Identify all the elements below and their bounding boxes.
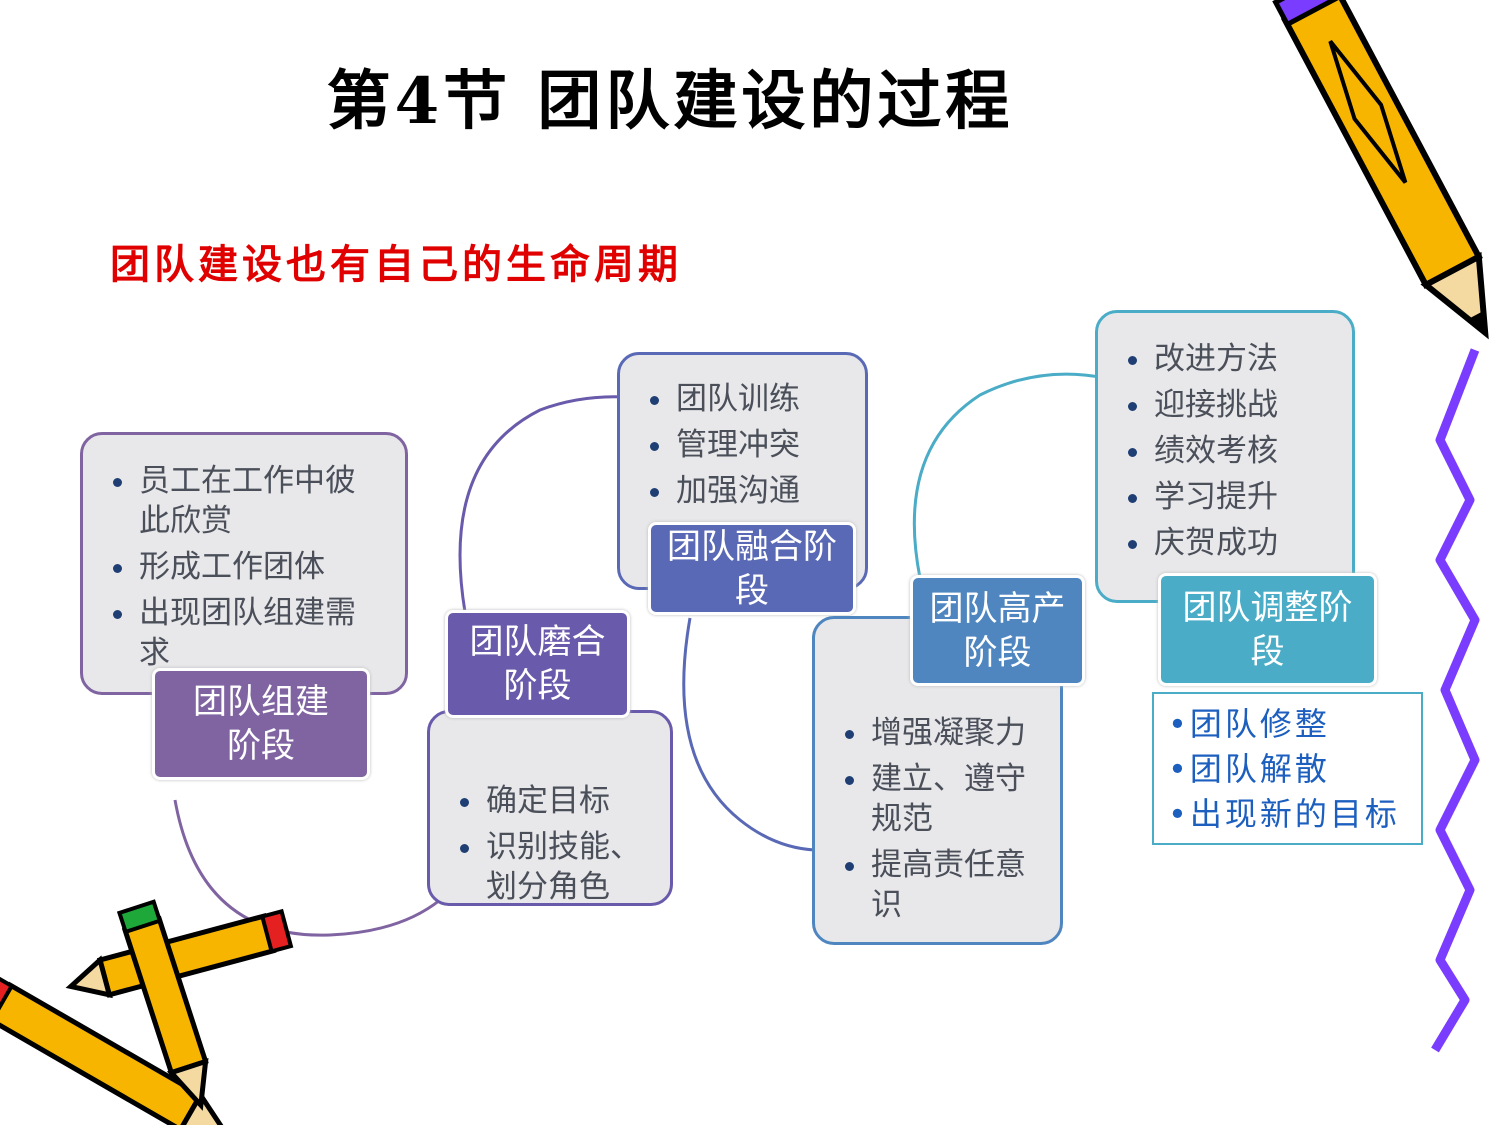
stage-1-details: 员工在工作中彼此欣赏 形成工作团体 出现团队组建需求	[80, 432, 408, 695]
page-title: 第4节 团队建设的过程	[326, 64, 1014, 139]
list-item: 改进方法	[1128, 339, 1352, 379]
list-item: 出现团队组建需求	[113, 593, 379, 673]
list-item: 庆贺成功	[1128, 523, 1352, 563]
arc-1	[173, 799, 441, 937]
list-item: 员工在工作中彼此欣赏	[113, 461, 379, 541]
list-item: 增强凝聚力	[845, 713, 1060, 753]
arc-4	[912, 372, 1106, 579]
stage-5-label: 团队调整阶段	[1158, 573, 1377, 686]
arc-3	[682, 617, 816, 852]
outcome-item: •团队解散	[1168, 750, 1330, 788]
list-item: 建立、遵守规范	[845, 759, 1036, 839]
stage-4-label: 团队高产阶段	[910, 575, 1085, 686]
outcome-item: •团队修整	[1168, 705, 1330, 743]
list-item: 识别技能、划分角色	[460, 827, 646, 907]
outcomes-box: •团队修整 •团队解散 •出现新的目标	[1152, 692, 1423, 845]
stage-5-details: 改进方法 迎接挑战 绩效考核 学习提升 庆贺成功	[1095, 310, 1355, 603]
list-item: 绩效考核	[1128, 431, 1352, 471]
list-item: 提高责任意识	[845, 845, 1036, 925]
list-item: 学习提升	[1128, 477, 1352, 517]
pencil-icon	[0, 972, 231, 1125]
stage-1-label: 团队组建阶段	[152, 668, 370, 780]
list-item: 加强沟通	[650, 471, 865, 511]
stage-2-details: 确定目标 识别技能、划分角色	[427, 710, 673, 906]
stage-2-label: 团队磨合阶段	[445, 610, 630, 718]
wavy-line-decoration	[1431, 348, 1480, 1053]
pencil-icon	[116, 899, 209, 1111]
pencil-icon	[1272, 0, 1489, 340]
stage-3-label: 团队融合阶段	[648, 522, 856, 615]
list-item: 团队训练	[650, 379, 865, 419]
arc-2	[458, 395, 626, 613]
list-item: 管理冲突	[650, 425, 865, 465]
list-item: 形成工作团体	[113, 547, 405, 587]
list-item: 迎接挑战	[1128, 385, 1352, 425]
outcome-item: •出现新的目标	[1168, 795, 1400, 833]
subtitle: 团队建设也有自己的生命周期	[110, 241, 682, 288]
list-item: 确定目标	[460, 781, 670, 821]
